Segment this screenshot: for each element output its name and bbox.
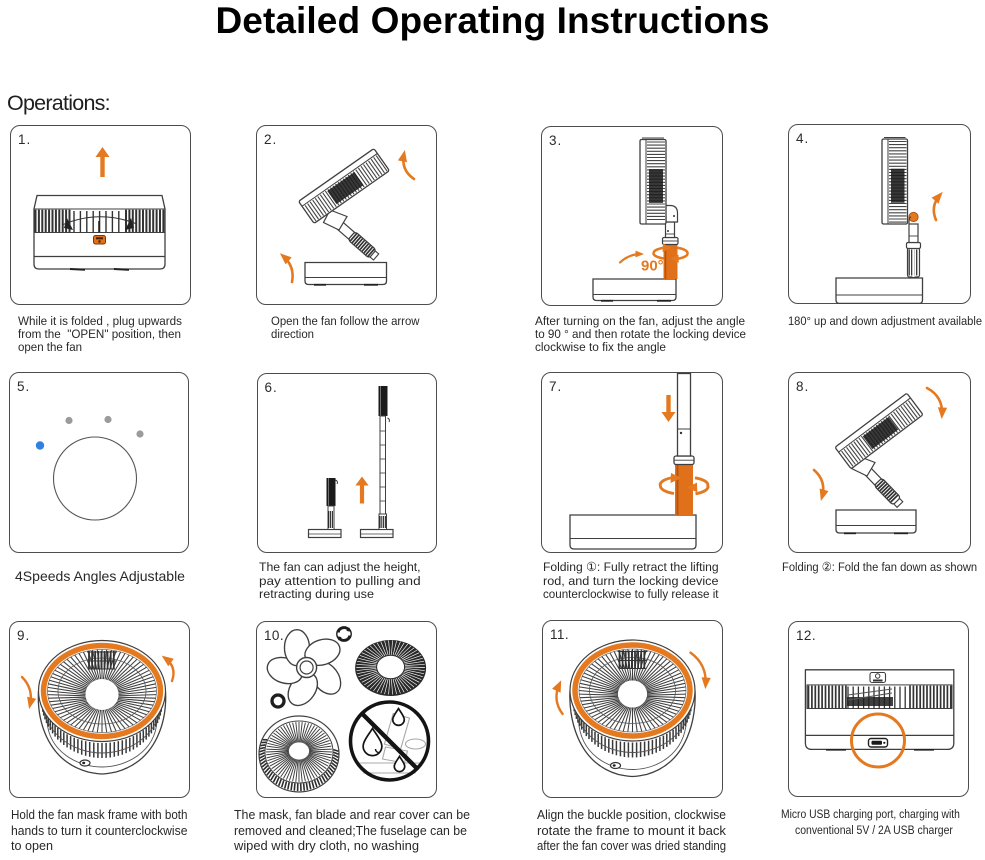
svg-text:90°: 90° <box>641 258 664 275</box>
